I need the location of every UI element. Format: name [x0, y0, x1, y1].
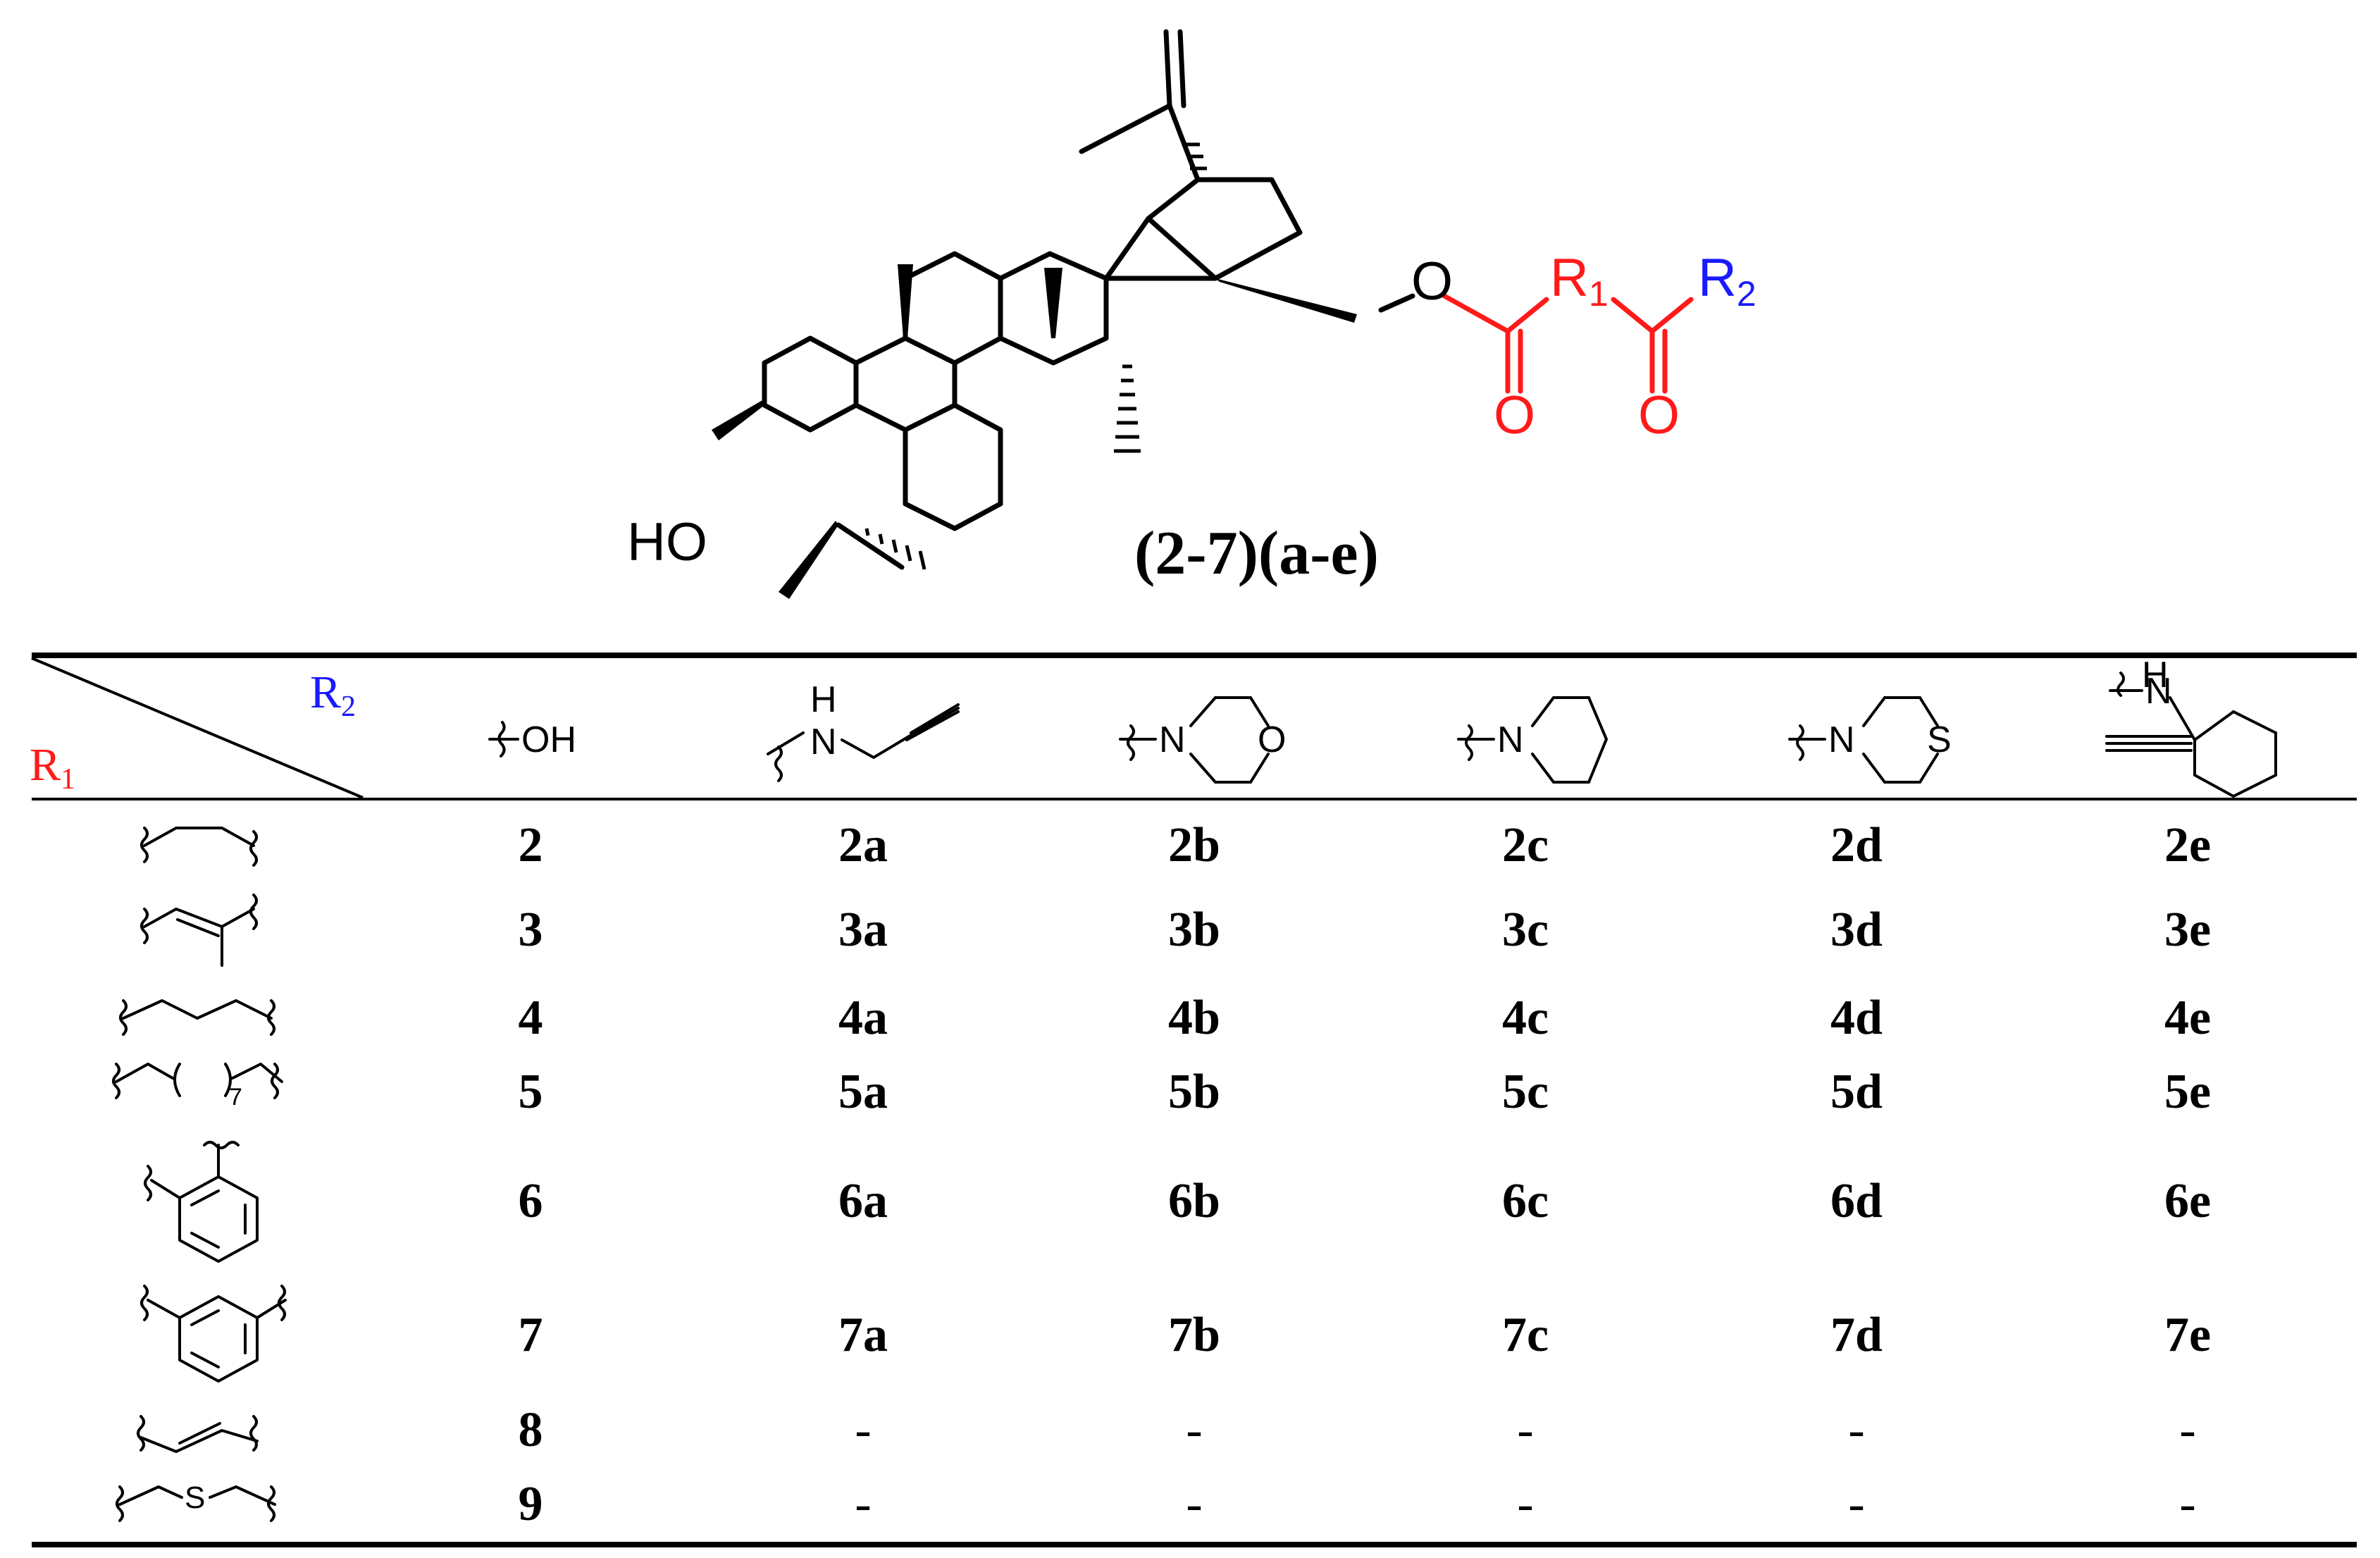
compound-id: 4a	[838, 991, 888, 1045]
compound-id: 3a	[838, 903, 888, 957]
r1-scheme-label: R	[1550, 248, 1589, 308]
corner-r1-label: R1	[30, 739, 76, 796]
carbonyl-oxygen-1: O	[1494, 385, 1535, 445]
bottom-rule	[32, 1542, 2357, 1547]
compound-id: 2c	[1501, 818, 1549, 872]
compound-id: 2d	[1830, 818, 1883, 872]
compound-id: 3e	[2164, 903, 2212, 957]
compound-number: 2	[518, 818, 543, 872]
compound-number: 5	[518, 1065, 543, 1119]
wavy-bond-icon	[497, 721, 506, 758]
compound-id: -	[855, 1477, 872, 1531]
corner-r2-label: R2	[310, 667, 357, 723]
ho-label: HO	[627, 512, 707, 572]
compound-id: 5d	[1830, 1065, 1883, 1119]
compound-id: -	[1848, 1403, 1865, 1457]
compound-id: -	[1186, 1477, 1203, 1531]
compound-id: 7b	[1168, 1308, 1220, 1362]
svg-text:R1: R1	[1550, 248, 1609, 314]
compound-id: 7d	[1830, 1308, 1883, 1362]
propargyl-h-label: H	[810, 679, 837, 720]
compound-id: 5e	[2164, 1065, 2212, 1119]
r2-scheme-sub: 2	[1737, 274, 1756, 314]
compound-id: 2b	[1168, 818, 1220, 872]
compound-id: 7a	[838, 1308, 888, 1362]
compound-id: 6c	[1501, 1174, 1549, 1228]
propargyl-n-label: N	[810, 722, 837, 762]
header-rule	[32, 798, 2357, 800]
compound-id: -	[2179, 1403, 2196, 1457]
compound-id: 6d	[1830, 1174, 1883, 1228]
r2-scheme-label: R	[1698, 248, 1737, 308]
compound-id: -	[2179, 1477, 2196, 1531]
compound-id: 7e	[2164, 1308, 2212, 1362]
top-rule	[32, 653, 2357, 658]
ring-d	[998, 251, 1109, 366]
piperidine-n-label: N	[1497, 719, 1524, 760]
thiomorpholine-s-label: S	[1927, 719, 1952, 760]
compound-number: 8	[518, 1403, 543, 1457]
oh-wedge	[712, 400, 764, 440]
compound-id: 4d	[1830, 991, 1883, 1045]
compound-id: 5c	[1501, 1065, 1549, 1119]
triterpene-scheme: HO O O O R1 R2	[627, 29, 1756, 599]
compound-id: 3c	[1501, 903, 1549, 957]
compound-id: -	[1517, 1403, 1534, 1457]
svg-text:R2: R2	[1698, 248, 1756, 314]
morpholine-o-label: O	[1258, 719, 1286, 760]
ch2-wedge	[1215, 278, 1357, 323]
ring-e	[1103, 177, 1303, 281]
ester-oxygen-label: O	[1411, 252, 1453, 311]
compound-id: 3b	[1168, 903, 1220, 957]
thioether-s-label: S	[185, 1480, 205, 1515]
r1-scheme-sub: 1	[1589, 274, 1609, 314]
compound-id: -	[1517, 1477, 1534, 1531]
compound-id: 5b	[1168, 1065, 1220, 1119]
compound-id: 6a	[838, 1174, 888, 1228]
amine-n-label: N	[2145, 671, 2172, 712]
compound-id: 2a	[838, 818, 888, 872]
compound-id: 6b	[1168, 1174, 1220, 1228]
compound-number: 4	[518, 991, 543, 1045]
chain-subscript: 7	[229, 1084, 242, 1111]
methyl-wedge-2	[1044, 268, 1062, 338]
carbonyl-oxygen-2: O	[1638, 385, 1680, 445]
methyl-wedge-3	[779, 521, 838, 599]
compound-label: (2-7)(a-e)	[1134, 519, 1379, 588]
compound-id: -	[855, 1403, 872, 1457]
compound-id: 6e	[2164, 1174, 2212, 1228]
methyl-wedge-1	[898, 264, 913, 338]
thiomorpholine-n-label: N	[1828, 719, 1855, 760]
compound-number: 3	[518, 903, 543, 957]
compound-id: -	[1848, 1477, 1865, 1531]
compound-id: 3d	[1830, 903, 1883, 957]
compound-id: -	[1186, 1403, 1203, 1457]
morpholine-n-label: N	[1159, 719, 1186, 760]
compound-id: 4c	[1501, 991, 1549, 1045]
compound-id: 2e	[2164, 818, 2212, 872]
compound-id: 4b	[1168, 991, 1220, 1045]
ring-b	[853, 335, 957, 433]
hydroxyl-label: OH	[521, 719, 576, 760]
amine-h-label: H	[2142, 655, 2169, 695]
ring-a	[762, 335, 859, 433]
compound-number: 6	[518, 1174, 543, 1228]
compound-number: 9	[518, 1477, 543, 1531]
compound-id: 5a	[838, 1065, 888, 1119]
compound-id: 4e	[2164, 991, 2212, 1045]
compound-number: 7	[518, 1308, 543, 1362]
compound-id: 7c	[1501, 1308, 1549, 1362]
